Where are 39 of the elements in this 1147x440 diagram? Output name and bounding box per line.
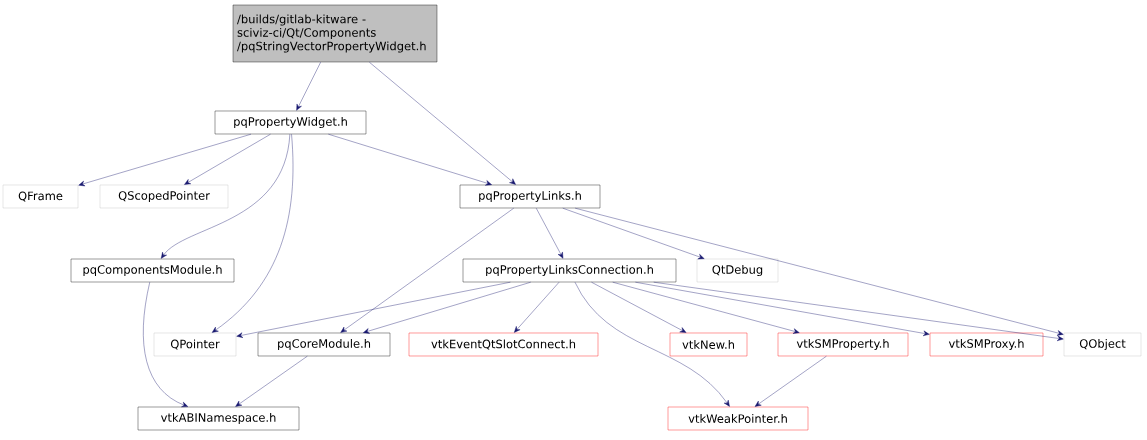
file-box: QFrame xyxy=(2,184,79,209)
file-box: QtDebug xyxy=(696,258,779,283)
arrow xyxy=(591,282,687,333)
file-box: vtkABINamespace.h xyxy=(137,406,300,431)
arrow xyxy=(536,208,564,259)
arrow xyxy=(612,282,800,334)
arrow xyxy=(184,134,271,185)
file-box: pqPropertyLinksConnection.h xyxy=(462,258,677,283)
file-box: pqComponentsModule.h xyxy=(70,258,235,283)
arrow xyxy=(574,282,730,407)
arrow xyxy=(143,282,189,408)
file-box: vtkSMProperty.h xyxy=(777,332,909,357)
arrow xyxy=(160,134,291,259)
arrow xyxy=(369,62,516,185)
file-box: pqCoreModule.h xyxy=(257,332,391,357)
arrow xyxy=(653,282,1064,341)
arrow xyxy=(514,282,560,333)
file-box: vtkSMProxy.h xyxy=(929,332,1044,357)
arrow xyxy=(340,208,514,333)
file-box: pqPropertyWidget.h xyxy=(214,110,367,135)
file-box: vtkWeakPointer.h xyxy=(667,406,809,431)
file-box: QScopedPointer xyxy=(99,184,229,209)
arrow xyxy=(235,356,308,407)
arrow xyxy=(211,134,294,333)
arrow xyxy=(236,282,511,338)
arrow xyxy=(328,134,492,186)
arrow xyxy=(363,282,531,334)
file-box: QPointer xyxy=(153,332,237,357)
file-box: pqPropertyLinks.h xyxy=(459,184,601,209)
arrow xyxy=(562,208,705,260)
file-box: vtkEventQtSlotConnect.h xyxy=(408,332,599,357)
arrow xyxy=(78,134,252,187)
file-box: QObject xyxy=(1063,332,1142,357)
file-box: vtkNew.h xyxy=(669,332,748,357)
arrow xyxy=(574,208,1064,336)
arrow xyxy=(754,356,827,407)
file-box: /builds/gitlab-kitware -sciviz-ci/Qt/Components /pqStringVectorPropertyWidget.h xyxy=(232,4,438,63)
arrow xyxy=(296,62,321,111)
arrow xyxy=(635,282,930,337)
